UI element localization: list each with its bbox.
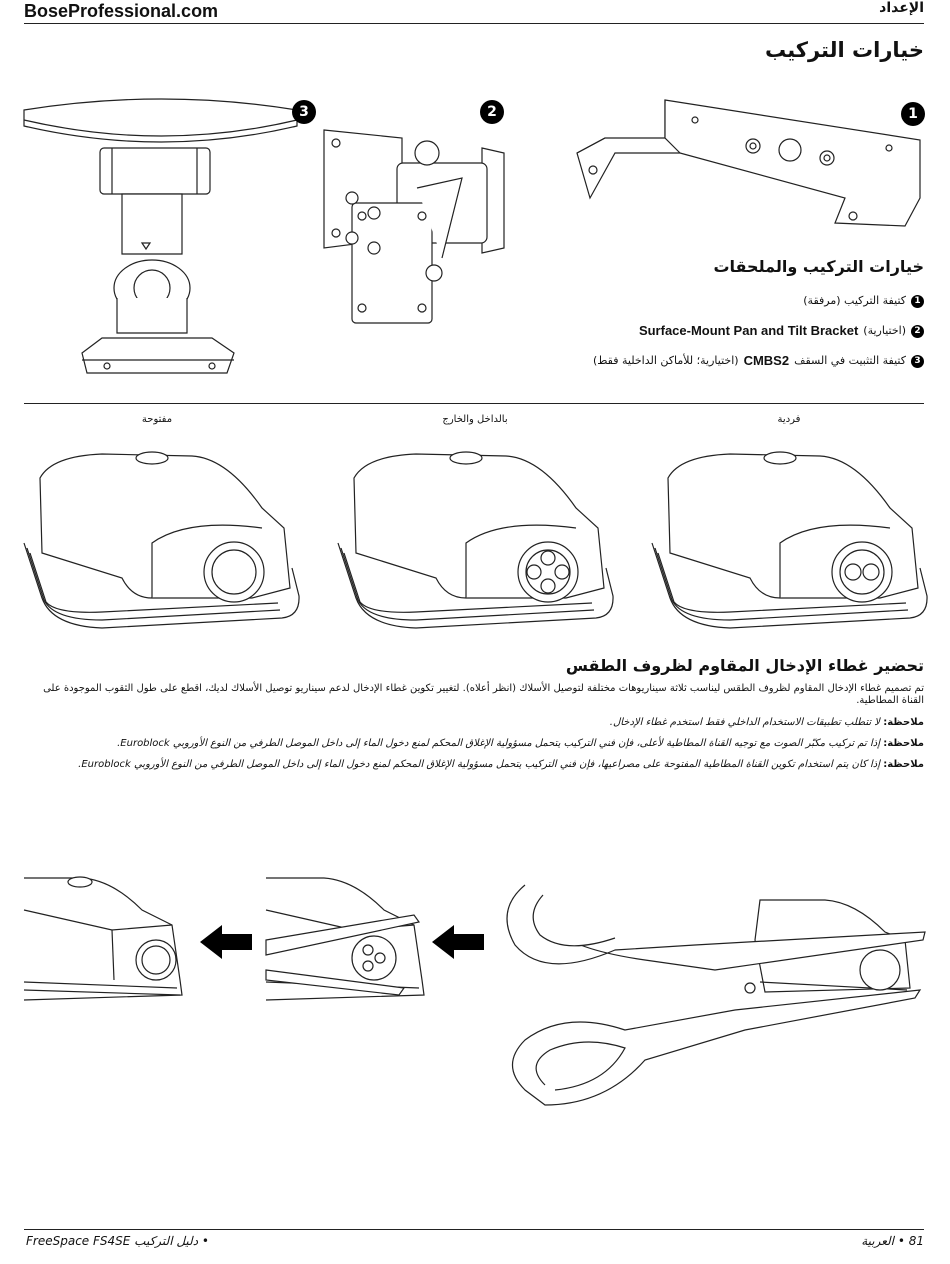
arrow-left-icon [200, 925, 252, 959]
caption-open: مفتوحة [141, 414, 173, 425]
item-number: 1 [911, 294, 924, 308]
caption-in-out: بالداخل والخارج [442, 414, 508, 425]
item-text: (اختيارية) [863, 324, 906, 337]
trimmed-gasket-illustration [22, 870, 192, 1010]
item-model: CMBS2 [743, 353, 790, 368]
arrow-left-icon-2 [432, 925, 484, 959]
footer-doc-type: • دليل التركيب [134, 1234, 209, 1248]
gasket-paragraph: تم تصميم غطاء الإدخال المقاوم لظروف الطق… [43, 683, 924, 706]
note-text: إذا تم تركيب مكبّر الصوت مع توجيه القناة… [117, 738, 881, 749]
gasket-in-out-illustration [336, 448, 616, 638]
gasket-single-illustration [650, 448, 930, 638]
badge-1: 1 [901, 102, 925, 126]
gasket-open-illustration [22, 448, 302, 638]
item-text-after: (اختيارية؛ للأماكن الداخلية فقط) [592, 354, 739, 367]
item-number: 3 [911, 354, 924, 368]
cutting-gasket-illustration [264, 870, 434, 1010]
mounting-title: خيارات التركيب [764, 38, 924, 62]
u-bracket-illustration [575, 98, 925, 238]
gasket-title: تحضير غطاء الإدخال المقاوم لظروف الطقس [565, 656, 924, 675]
note-3: ملاحظة: إذا كان يتم استخدام تكوين القناة… [34, 759, 924, 771]
note-label: ملاحظة: [883, 738, 924, 749]
section-divider [24, 403, 924, 404]
mounting-options-list: 1 كتيفة التركيب (مرفقة) 2 (اختيارية) Sur… [364, 286, 924, 376]
mounting-subtitle: خيارات التركيب والملحقات [713, 257, 924, 276]
note-1: ملاحظة: لا تتطلب تطبيقات الاستخدام الداخ… [34, 717, 924, 729]
badge-2: 2 [480, 100, 504, 124]
ceiling-mount-illustration [22, 98, 302, 378]
footer-left: FreeSpace FS4SE • دليل التركيب [26, 1234, 209, 1248]
note-text: إذا كان يتم استخدام تكوين القناة المطاطي… [78, 759, 881, 770]
note-label: ملاحظة: [883, 759, 924, 770]
brand-name: BoseProfessional.com [24, 1, 219, 21]
item-text-before: كتيفة التثبيت في السقف [794, 354, 906, 367]
footer-divider [24, 1229, 924, 1230]
footer-language: • العربية [861, 1234, 905, 1248]
list-item: 1 كتيفة التركيب (مرفقة) [364, 286, 924, 316]
section-title: الإعداد [879, 0, 924, 16]
page-number: 81 [908, 1234, 924, 1248]
badge-3: 3 [292, 100, 316, 124]
note-text: لا تتطلب تطبيقات الاستخدام الداخلي فقط ا… [609, 717, 881, 728]
header-divider [24, 23, 924, 24]
item-text: كتيفة التركيب (مرفقة) [803, 294, 906, 307]
footer-product: FreeSpace FS4SE [26, 1234, 131, 1248]
footer-right: 81 • العربية [861, 1234, 924, 1248]
item-model: Surface-Mount Pan and Tilt Bracket [638, 323, 859, 338]
note-label: ملاحظة: [883, 717, 924, 728]
list-item: 2 (اختيارية) Surface-Mount Pan and Tilt … [364, 316, 924, 346]
pan-tilt-bracket-illustration [322, 118, 507, 328]
note-2: ملاحظة: إذا تم تركيب مكبّر الصوت مع توجي… [34, 738, 924, 750]
caption-single: فردية [777, 414, 801, 425]
scissors-illustration [495, 870, 927, 1120]
list-item: 3 كتيفة التثبيت في السقف CMBS2 (اختيارية… [364, 346, 924, 376]
item-number: 2 [911, 324, 924, 338]
